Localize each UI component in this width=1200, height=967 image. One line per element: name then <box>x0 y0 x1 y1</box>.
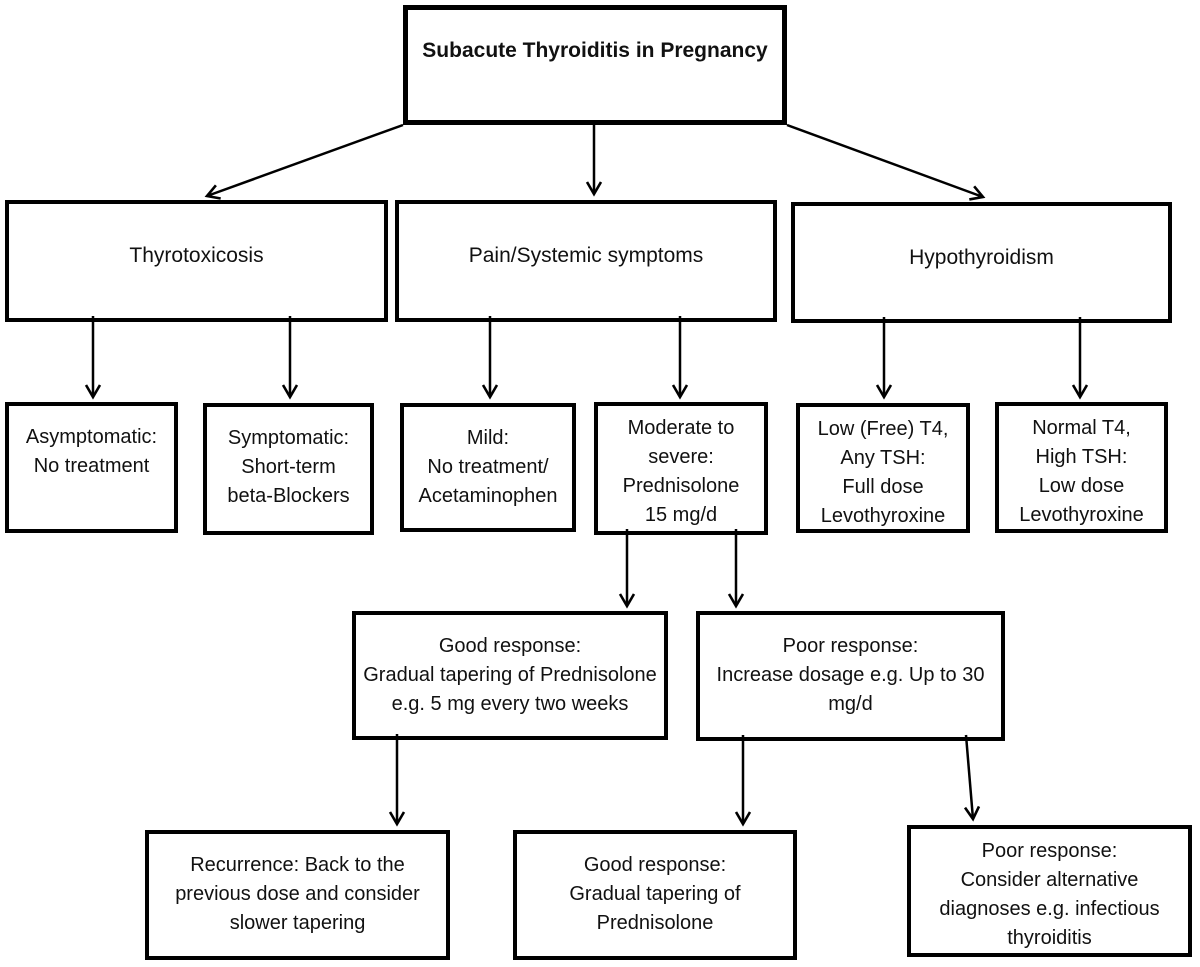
node-normal-t4: Normal T4, High TSH: Low dose Levothyrox… <box>995 402 1168 533</box>
node-thyrotoxicosis: Thyrotoxicosis <box>5 200 388 322</box>
node-good-response-tapering: Good response: Gradual tapering of Predn… <box>352 611 668 740</box>
node-moderate-severe: Moderate to severe: Prednisolone 15 mg/d <box>594 402 768 535</box>
node-mild: Mild: No treatment/ Acetaminophen <box>400 403 576 532</box>
node-asymptomatic: Asymptomatic: No treatment <box>5 402 178 533</box>
node-poor-response-increase: Poor response: Increase dosage e.g. Up t… <box>696 611 1005 741</box>
node-pain-systemic-symptoms: Pain/Systemic symptoms <box>395 200 777 322</box>
arrow-poor-response-to-alternative <box>963 734 981 822</box>
arrow-root-to-thyrotoxicosis <box>204 123 404 200</box>
node-low-free-t4: Low (Free) T4, Any TSH: Full dose Levoth… <box>796 403 970 533</box>
node-hypothyroidism: Hypothyroidism <box>791 202 1172 323</box>
node-poor-response-alternative: Poor response: Consider alternative diag… <box>907 825 1192 957</box>
node-recurrence: Recurrence: Back to the previous dose an… <box>145 830 450 960</box>
arrow-root-to-hypothyroidism <box>786 123 986 201</box>
node-good-response-tapering-2: Good response: Gradual tapering of Predn… <box>513 830 797 960</box>
node-symptomatic: Symptomatic: Short-term beta-Blockers <box>203 403 374 535</box>
node-root: Subacute Thyroiditis in Pregnancy <box>403 5 787 125</box>
